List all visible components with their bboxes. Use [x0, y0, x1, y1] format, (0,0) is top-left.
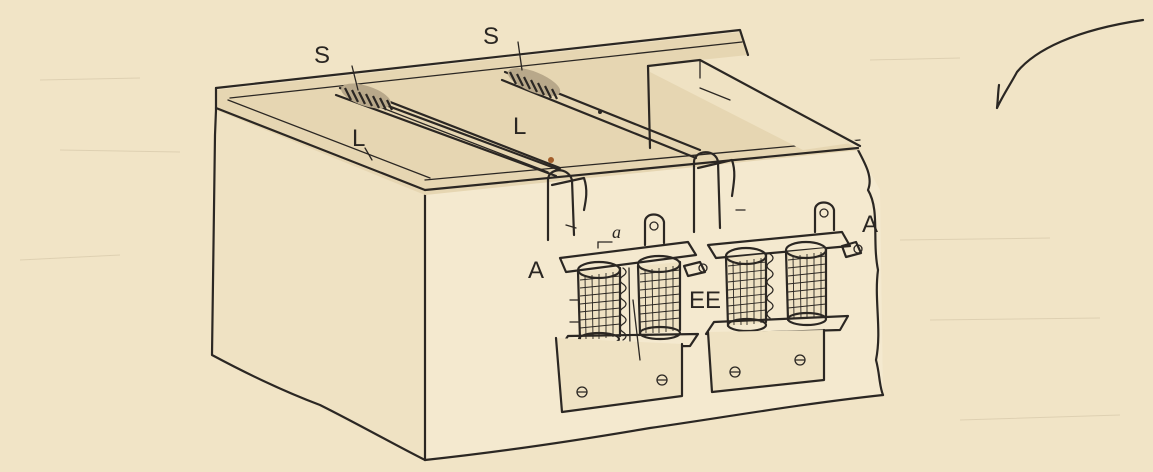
hook-clip-left	[546, 157, 588, 242]
paper-texture	[19, 57, 1121, 421]
electromagnet-left	[554, 213, 708, 414]
coil-right-1	[724, 246, 768, 333]
right-block	[646, 58, 862, 150]
check-mark-icon	[995, 18, 1145, 110]
label-lever-right: L	[513, 113, 526, 140]
spring-between-coils-right	[766, 253, 774, 319]
label-armature-small: a	[612, 222, 621, 242]
label-armature-left: A	[528, 257, 544, 284]
label-electromagnets: EE	[689, 287, 721, 314]
hook-clip-right	[692, 151, 746, 234]
label-lever-left: L	[352, 125, 365, 152]
label-spring-left: S	[314, 42, 330, 69]
spring-right-coil	[507, 68, 602, 114]
coil-left-2	[636, 254, 682, 341]
electromagnet-right	[704, 201, 863, 394]
label-armature-right: A	[862, 211, 878, 238]
coil-left-1	[576, 260, 622, 347]
coil-right-2	[784, 240, 828, 327]
label-spring-right: S	[483, 23, 499, 50]
spring-left-coil	[341, 83, 393, 111]
spring-between-coils-left	[619, 267, 631, 346]
